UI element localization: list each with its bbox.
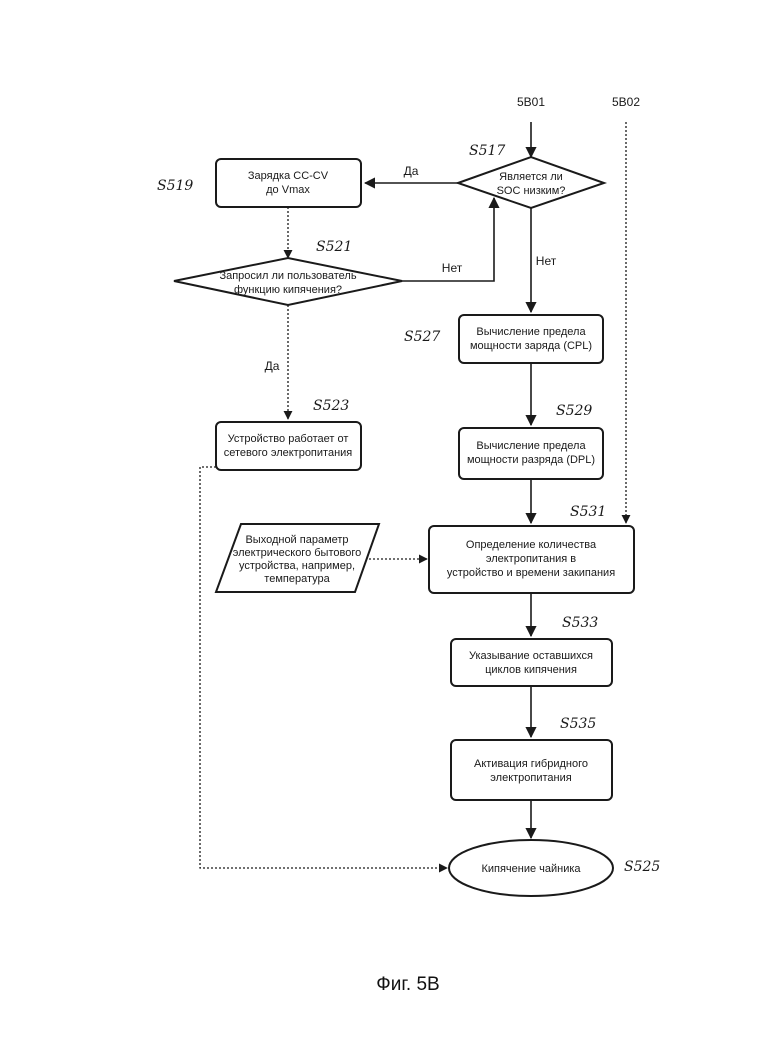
box-dpl-line2: мощности разряда (DPL) — [467, 454, 595, 466]
box-cpl — [459, 315, 603, 363]
box-cpl-line2: мощности заряда (CPL) — [470, 340, 592, 352]
step-label-s533: S533 — [562, 615, 598, 631]
box-cycles-line2: циклов кипячения — [485, 664, 577, 676]
box-charge-cccv-line1: Зарядка CC-CV — [248, 170, 329, 182]
step-label-s529: S529 — [556, 403, 592, 419]
box-determine-line3: устройство и времени закипания — [447, 567, 615, 579]
step-label-s521: S521 — [316, 239, 352, 255]
step-label-s519: S519 — [157, 178, 193, 194]
box-cycles — [451, 639, 612, 686]
box-hybrid-line1: Активация гибридного — [474, 758, 588, 770]
io-output-param-line2: электрического бытового — [233, 547, 361, 559]
io-output-param-line4: температура — [264, 573, 330, 585]
box-mains-power — [216, 422, 361, 470]
figure-caption: Фиг. 5В — [376, 974, 439, 995]
edge-label-no-right: Нет — [442, 261, 463, 275]
box-cpl-line1: Вычисление предела — [476, 326, 586, 338]
box-determine-line1: Определение количества — [466, 539, 597, 551]
box-charge-cccv-line2: до Vmax — [266, 184, 310, 196]
box-cycles-line1: Указывание оставшихся — [469, 650, 593, 662]
decision-soc-low-line2: SOC низким? — [497, 185, 566, 197]
step-label-s523: S523 — [313, 398, 349, 414]
connector-in2: 5B02 — [612, 95, 640, 109]
edge-label-yes-top: Да — [404, 164, 419, 178]
nodes: Является ли SOC низким? Зарядка CC-CV до… — [174, 157, 634, 896]
connector-in1: 5B01 — [517, 95, 545, 109]
step-label-s517: S517 — [469, 143, 505, 159]
box-charge-cccv — [216, 159, 361, 207]
step-label-s535: S535 — [560, 716, 596, 732]
box-hybrid — [451, 740, 612, 800]
io-output-param-line1: Выходной параметр — [245, 534, 348, 546]
io-output-param-line3: устройства, например, — [239, 560, 355, 572]
edge-label-no-down: Нет — [536, 254, 557, 268]
step-label-s525: S525 — [624, 859, 660, 875]
box-hybrid-line2: электропитания — [490, 772, 571, 784]
box-mains-power-line1: Устройство работает от — [228, 433, 349, 445]
edge-label-yes-down: Да — [265, 359, 280, 373]
decision-user-boil-line2: функцию кипячения? — [234, 284, 342, 296]
box-mains-power-line2: сетевого электропитания — [224, 447, 353, 459]
decision-soc-low-line1: Является ли — [499, 171, 563, 183]
box-determine-line2: электропитания в — [486, 553, 576, 565]
box-dpl-line1: Вычисление предела — [476, 440, 586, 452]
decision-user-boil-line1: Запросил ли пользователь — [219, 270, 356, 282]
step-label-s527: S527 — [404, 329, 440, 345]
step-label-s531: S531 — [570, 504, 606, 520]
terminal-boil-label: Кипячение чайника — [481, 863, 581, 875]
